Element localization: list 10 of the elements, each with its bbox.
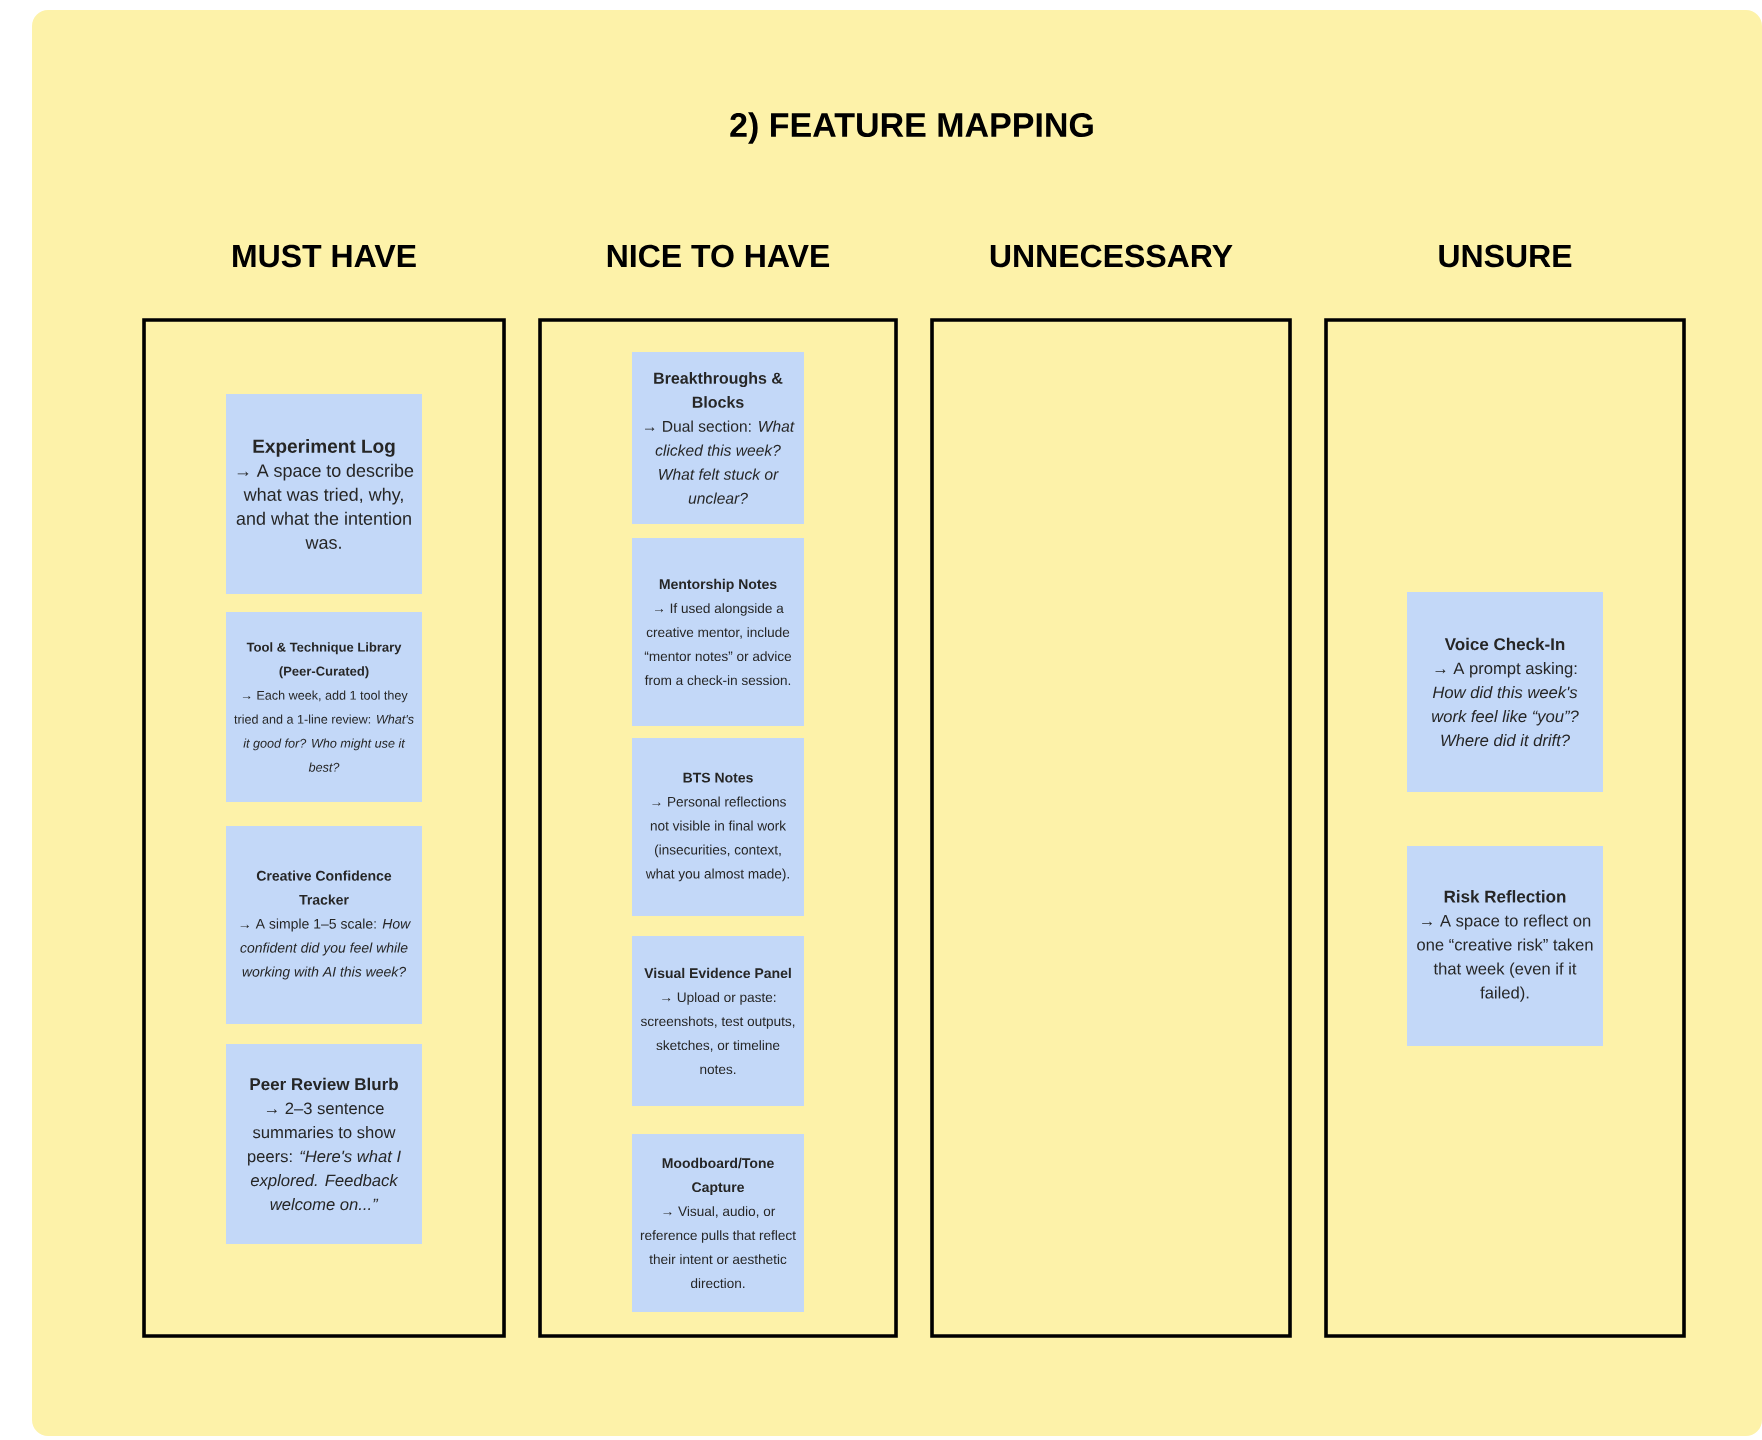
sticky-note: Peer Review Blurb → 2–3 sentence summaries to show peers: “Here's what I explored. Feedback welcome on...”: [226, 1043, 422, 1244]
sticky-note: Experiment Log → A space to describe what was tried, why, and what the intention was.: [226, 394, 422, 594]
sticky-note: Voice Check-In → A prompt asking: How did this week's work feel like “you”? Where did it drift?: [1407, 591, 1603, 792]
sticky-note: Risk Reflection → A space to reflect on one “creative risk” taken that week (even if it failed).: [1407, 845, 1603, 1046]
column-box: UNNECESSARY: [930, 244, 1292, 1338]
title: 2) FEATURE MAPPING: [730, 112, 1093, 144]
node-label: UNNECESSARY: [990, 244, 1233, 268]
node-label: UNSURE: [1439, 244, 1572, 268]
node-label: NICE TO HAVE: [607, 244, 830, 268]
node-label: MUST HAVE: [233, 244, 416, 268]
